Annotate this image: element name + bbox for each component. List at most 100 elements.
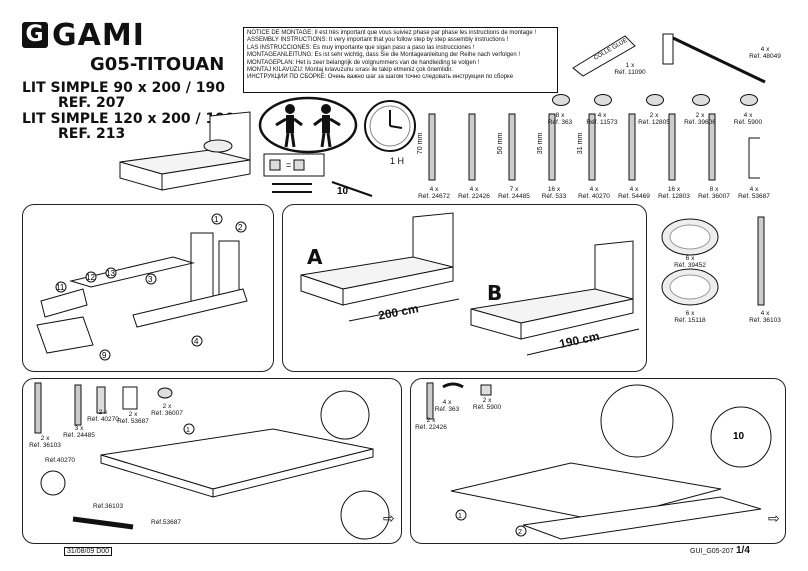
step1-illustration: 1 [34, 382, 390, 540]
hardware-mid-row [548, 98, 768, 138]
part-label: 4 [194, 337, 199, 346]
product-ref-1: REF. 207 [58, 95, 126, 111]
threaded-rod-icon [757, 216, 765, 306]
bed-overview-illustration [119, 111, 251, 191]
part-label: 1 [186, 427, 190, 434]
callout-40270: Réf.40270 [45, 457, 75, 464]
fastener-icon [468, 113, 476, 181]
tool-size: 10 [733, 431, 745, 442]
product-title-1: LIT SIMPLE 90 x 200 / 190 [22, 80, 225, 96]
fastener-icon [668, 113, 676, 181]
part-label: 1 [214, 215, 219, 224]
callout-36103: Réf.36103 [93, 503, 123, 510]
gami-g-icon: G [22, 22, 48, 48]
assembly-time: 1 H [390, 156, 405, 166]
next-arrow-icon: ⇨ [768, 510, 780, 526]
page-number: 1/4 [736, 545, 750, 556]
parts-panel: 1 2 3 4 9 11 12 13 [22, 204, 274, 372]
callout-53687: Réf.53687 [151, 519, 181, 526]
footer-code: GUI_G05-207 [690, 548, 734, 555]
bed-variants-illustration [300, 212, 640, 356]
clock-icon [364, 100, 416, 152]
hardware-length: 50 mm [497, 132, 505, 155]
fastener-head-icon [552, 94, 570, 106]
glue-bottle-icon: COLLE GLUE [572, 35, 636, 77]
bracket-icon [662, 33, 766, 84]
notice-line: MONTAGEPLAN: Het is zeer belangrijk de v… [247, 59, 480, 66]
variant-b-label: B [487, 281, 503, 305]
step2-illustration: 1 2 10 [426, 382, 772, 540]
variants-panel: A 200 cm B 190 cm [282, 204, 647, 372]
notice-line: MONTAJ KILAVUZU: Montaj kılavuzunu sıras… [247, 67, 453, 74]
part-label: 13 [106, 269, 115, 278]
part-label: 3 [148, 275, 153, 284]
variant-a-label: A [307, 245, 323, 269]
product-ref-2: REF. 213 [58, 126, 126, 142]
fastener-icon [708, 113, 716, 181]
fastener-icon [588, 113, 596, 181]
notice-line: LAS INSTRUCCIONES: Es muy importante que… [247, 44, 475, 51]
notice-line: ASSEMBLY INSTRUCTIONS: It very important… [247, 37, 509, 44]
model-name: G05-TITOUAN [90, 54, 225, 75]
two-persons-icon [258, 96, 358, 154]
fastener-icon [548, 113, 556, 181]
fastener-icon [428, 113, 436, 181]
part-label: 1 [458, 513, 462, 520]
notice-line: MONTAGEANLEITUNG: Es ist sehr wichtig, d… [247, 52, 521, 59]
hardware-length: 35 mm [537, 132, 545, 155]
next-arrow-icon: ⇨ [383, 510, 395, 526]
fastener-head-icon [594, 94, 612, 106]
glides-illustration [661, 218, 719, 306]
notice-line: NOTICE DE MONTAGE: Il est très important… [247, 30, 537, 36]
fastener-head-icon [646, 94, 664, 106]
part-label: 2 [238, 223, 243, 232]
notice-line: ИНСТРУКЦИИ ПО СБОРКЕ: Очень важно шаг за… [247, 74, 514, 81]
footer-date: 31/08/09 D00 [64, 547, 113, 556]
fastener-head-icon [740, 94, 758, 106]
part-label: 12 [86, 273, 95, 282]
part-label: 11 [56, 283, 65, 292]
assembly-notice: NOTICE DE MONTAGE: Il est très important… [243, 27, 558, 93]
fastener-icon [748, 137, 760, 179]
hardware-length: 70 mm [417, 132, 425, 155]
part-label: 2 [518, 529, 522, 536]
part-label: 9 [102, 351, 107, 360]
fastener-icon [508, 113, 516, 181]
product-title-2: LIT SIMPLE 120 x 200 / 190 [22, 111, 235, 127]
svg-text:10: 10 [337, 186, 349, 197]
fastener-icon [628, 113, 636, 181]
tools-illustration: = 10 [263, 153, 373, 197]
svg-text:=: = [286, 160, 291, 170]
parts-exploded-view: 1 2 3 4 9 11 12 13 [36, 213, 248, 361]
